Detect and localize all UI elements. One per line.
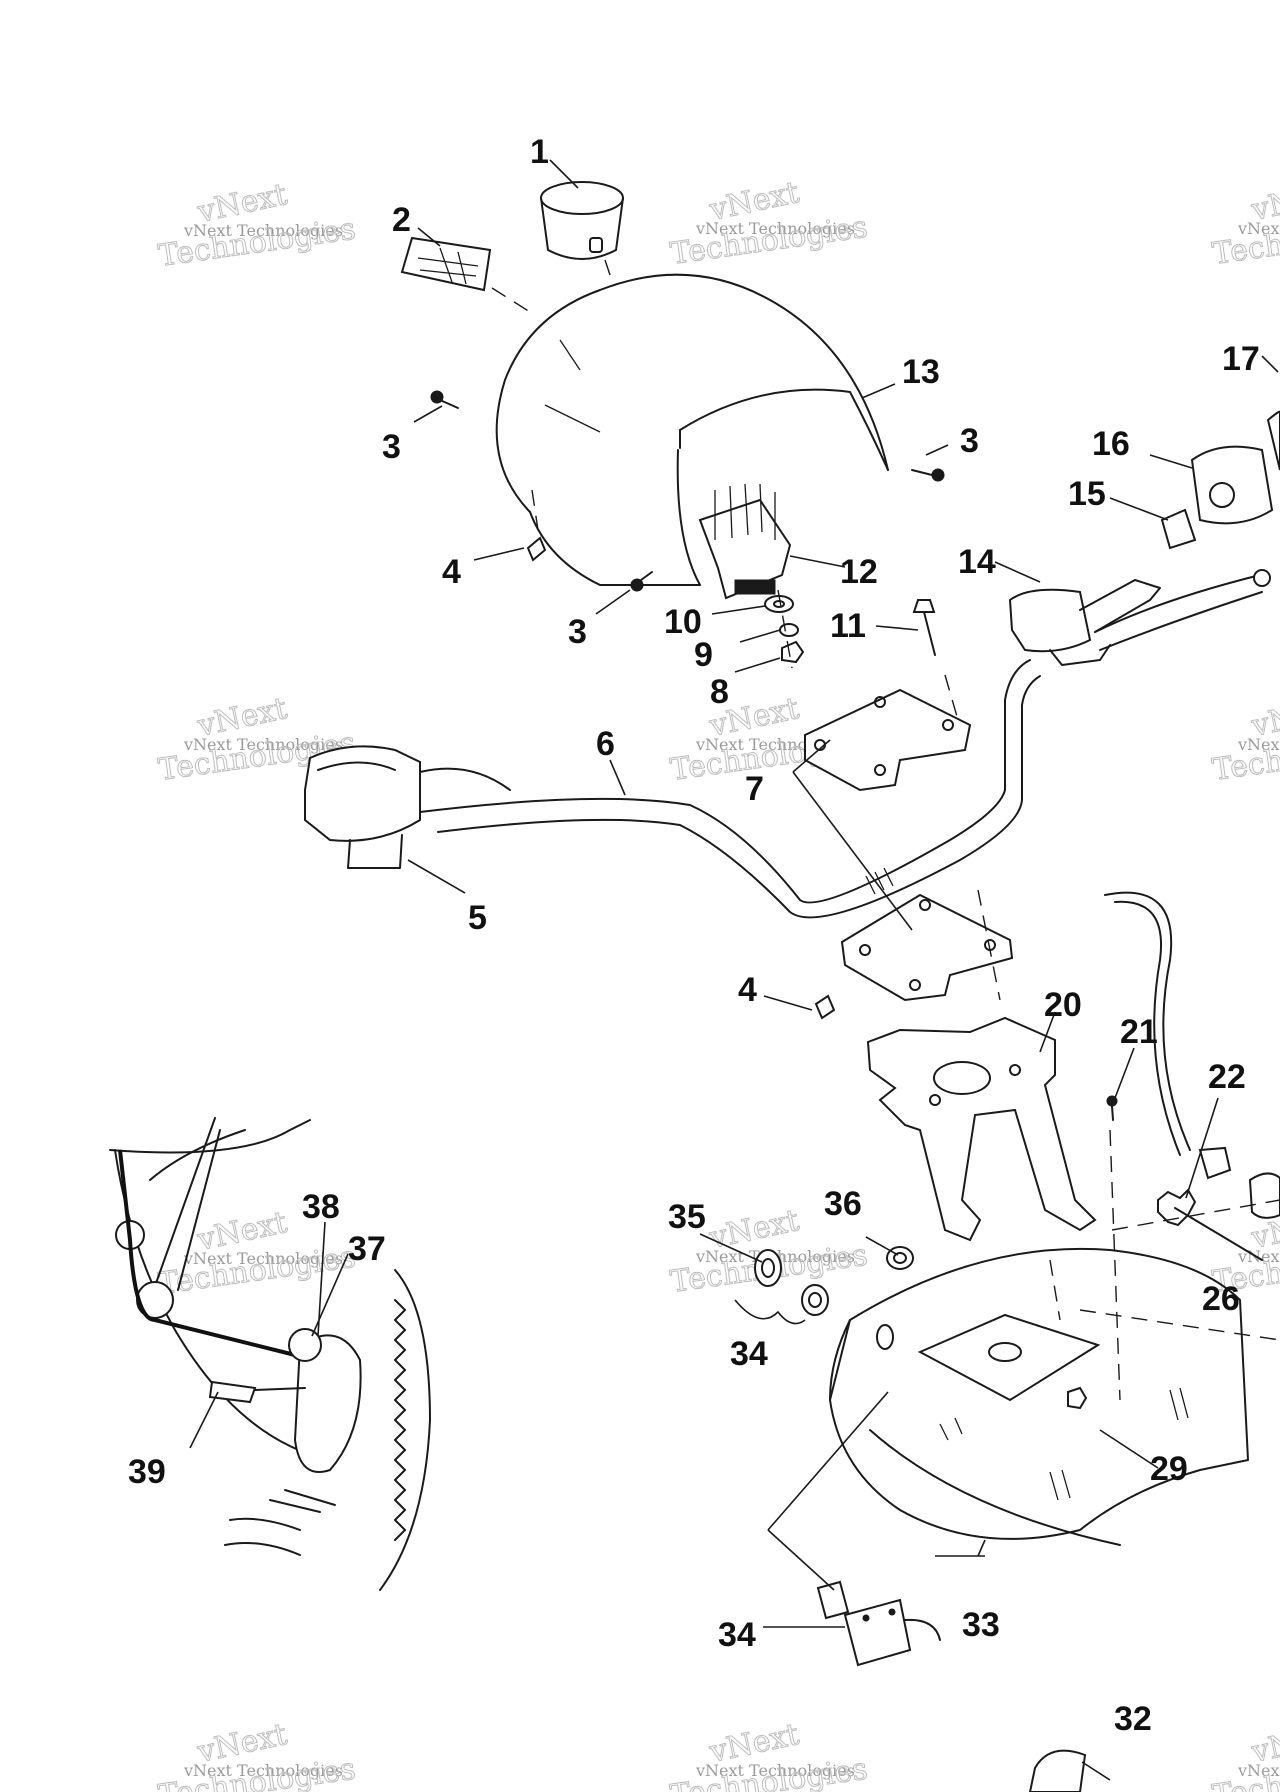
callout-3a: 3	[382, 428, 401, 466]
callout-9: 9	[694, 636, 713, 674]
part-clamp-upper	[804, 688, 972, 792]
callout-33: 33	[962, 1606, 1000, 1644]
callout-17: 17	[1222, 340, 1260, 378]
callout-8: 8	[710, 673, 729, 711]
part-handlebar	[419, 659, 1041, 919]
part-sensor	[1157, 1146, 1280, 1261]
part-washer-nut-stack	[764, 589, 805, 669]
inset-wheel-hub	[109, 1117, 431, 1591]
part-switch-plate	[400, 236, 492, 292]
callout-3b: 3	[960, 422, 979, 460]
callout-39: 39	[128, 1453, 166, 1491]
callout-12: 12	[840, 553, 878, 591]
watermark-company-text: vNext Technologies	[1237, 735, 1280, 754]
callout-38: 38	[302, 1188, 340, 1226]
part-cable	[1104, 891, 1191, 1156]
part-bolt	[912, 599, 959, 721]
callout-21: 21	[1120, 1013, 1158, 1051]
callout-4a: 4	[442, 553, 461, 591]
callout-20: 20	[1044, 986, 1082, 1024]
part-nut	[1067, 1386, 1088, 1410]
callout-14: 14	[958, 543, 996, 581]
callout-22: 22	[1208, 1058, 1246, 1096]
callout-10: 10	[664, 603, 702, 641]
watermark-company-text: vNext Technologies	[183, 221, 343, 240]
callout-36: 36	[824, 1185, 862, 1223]
part-master-cylinder-right	[1008, 569, 1271, 666]
watermark-company-text: vNext Technologies	[183, 1249, 343, 1268]
part-grommets	[734, 1246, 914, 1325]
part-clips	[526, 536, 836, 1020]
callout-1: 1	[530, 133, 549, 171]
part-hose-clamp	[1028, 1749, 1087, 1792]
part-screws	[430, 390, 945, 592]
callout-11: 11	[830, 607, 866, 645]
watermark-company-text: vNext Technologies	[1237, 1761, 1280, 1780]
callout-26: 26	[1202, 1280, 1240, 1318]
part-steering-bracket	[866, 1016, 1097, 1242]
watermark-company-text: vNext Technologies	[695, 219, 855, 238]
callout-34a: 34	[730, 1335, 768, 1373]
callout-35: 35	[668, 1198, 706, 1236]
callout-7: 7	[745, 770, 764, 808]
callout-32: 32	[1114, 1700, 1152, 1738]
callout-34b: 34	[718, 1616, 756, 1654]
watermark-company-text: vNext Technologies	[1237, 219, 1280, 238]
part-front-panel	[829, 1247, 1249, 1546]
part-master-cylinder-left	[304, 745, 511, 869]
part-handlebar-cowl	[495, 273, 889, 586]
watermark-company-text: vNext Technologies	[695, 1761, 855, 1780]
part-gauge-cap	[540, 181, 624, 260]
part-clamp-lower	[840, 893, 1014, 1002]
callout-5: 5	[468, 899, 487, 937]
callout-37: 37	[348, 1230, 386, 1268]
leader-lines	[189, 159, 1280, 1781]
part-switch-housing	[1160, 410, 1280, 550]
callout-2: 2	[392, 201, 411, 239]
part-ignition-switch	[816, 1580, 941, 1667]
callout-15: 15	[1068, 475, 1106, 513]
part-connector-block	[698, 483, 792, 600]
callout-6: 6	[596, 725, 615, 763]
callout-labels: 1 2 3 3 3 4 4 5 6 7 8 9 10 11 12 13 14 1…	[128, 133, 1260, 1738]
callout-16: 16	[1092, 425, 1130, 463]
watermark-company-text: vNext Technologies	[183, 1761, 343, 1780]
callout-4b: 4	[738, 971, 757, 1009]
callout-29: 29	[1150, 1450, 1188, 1488]
callout-3c: 3	[568, 613, 587, 651]
watermark-company-text: vNext Technologies	[183, 735, 343, 754]
part-small-screw	[1106, 1095, 1118, 1121]
callout-13: 13	[902, 353, 940, 391]
